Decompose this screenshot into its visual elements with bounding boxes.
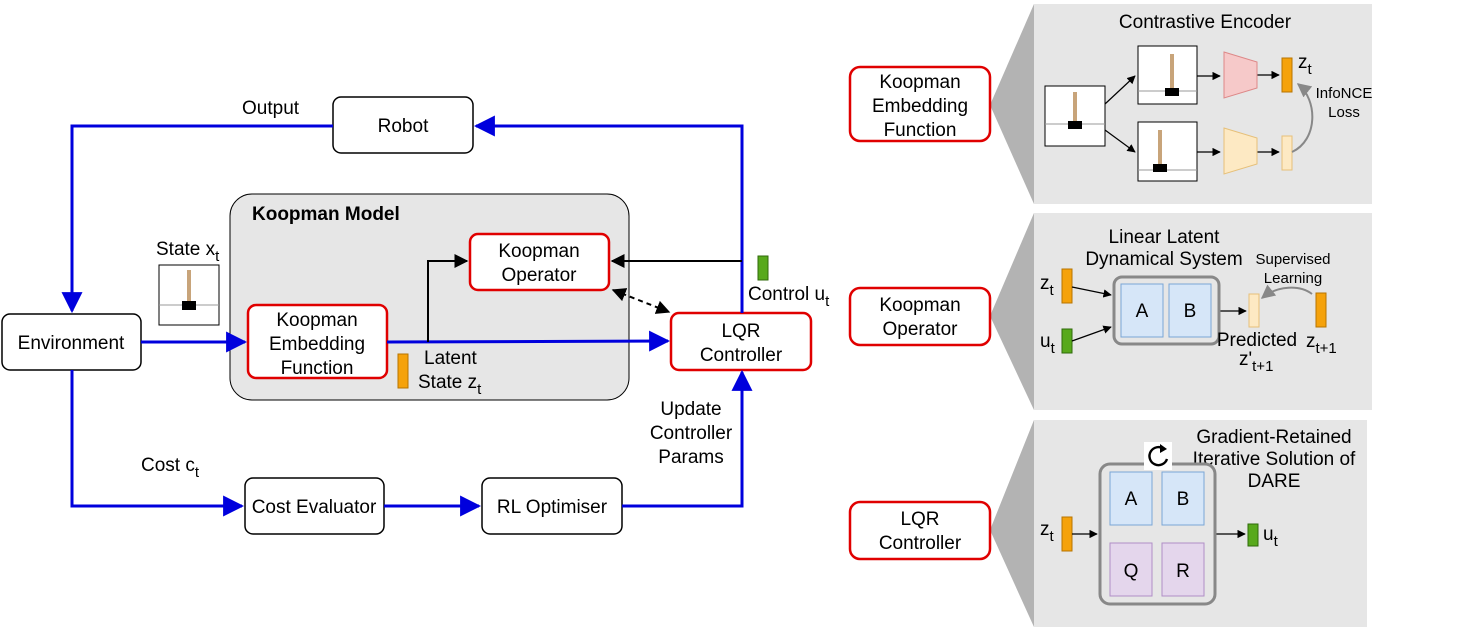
znext-label: zt+1 [1306,331,1337,357]
koopman-model-title: Koopman Model [252,204,400,225]
lqr-title-2: Iterative Solution of [1193,449,1356,470]
update-line-3: Params [658,447,723,468]
encoder-loss-line-2: Loss [1328,104,1360,121]
svg-text:Koopman: Koopman [879,72,960,93]
encoder-red-label-box [848,65,992,143]
lqr-z-label: zt [1040,519,1055,545]
encoder-aug-image-2 [1137,121,1198,182]
svg-text:Koopman: Koopman [879,295,960,316]
lqr-title-1: Gradient-Retained [1196,427,1351,448]
operator-z-bar [1061,268,1073,304]
lqr-matrix-r [1161,542,1205,597]
operator-matrix-b [1168,283,1212,338]
cost-label: Cost ct [141,455,200,481]
refresh-icon [1144,442,1172,470]
operator-panel: Koopman Operator Linear Latent Dynamical… [848,213,1372,410]
latent-line-1: Latent [424,348,478,369]
svg-text:Function: Function [884,120,957,141]
svg-text:Controller: Controller [879,533,962,554]
operator-z-label: zt [1040,273,1055,299]
encoder-yellow [1223,127,1258,175]
lqr-z-bar [1061,516,1073,552]
update-line-1: Update [660,399,721,420]
svg-text:Operator: Operator [883,319,959,340]
operator-red-label-box [848,286,992,347]
supervised-line-2: Learning [1264,270,1322,287]
koopman-operator-box [468,232,611,292]
encoder-title: Contrastive Encoder [1119,12,1292,33]
svg-text:Q: Q [1124,561,1139,582]
latent-line-2: State zt [418,372,482,398]
predicted-z-label: z't+1 [1239,349,1273,375]
encoder-panel: Koopman Embedding Function Contrastive E… [848,4,1373,204]
lqr-matrix-b [1161,471,1205,526]
lqr-line-2: Controller [700,345,783,366]
operator-title-1: Linear Latent [1109,227,1221,248]
svg-text:A: A [1136,301,1149,322]
encoder-input-image [1044,85,1106,147]
control-bar [757,255,769,281]
operator-pred-bar [1248,293,1260,328]
lqr-title-3: DARE [1248,471,1301,492]
encoder-z-label: zt [1298,52,1313,78]
encoder-red [1223,51,1258,99]
embedding-line-1: Koopman [276,310,357,331]
robot-label: Robot [378,116,429,137]
lqr-u-bar [1247,523,1259,547]
environment-label: Environment [18,333,125,354]
encoder-z-pos-bar [1281,135,1293,171]
svg-text:B: B [1184,301,1197,322]
state-cartpole-image [158,264,220,326]
cost-evaluator-label: Cost Evaluator [252,497,377,518]
operator-u-label: ut [1040,331,1056,357]
svg-text:B: B [1177,489,1190,510]
blue-arrows [61,115,753,517]
predicted-label: Predicted [1217,330,1297,351]
embedding-line-2: Embedding [269,334,365,355]
state-label: State xt [156,239,220,265]
svg-text:A: A [1125,489,1138,510]
operator-line-2: Operator [502,265,578,286]
operator-u-bar [1061,328,1073,354]
svg-text:LQR: LQR [900,509,939,530]
encoder-z-bar [1281,57,1293,93]
svg-text:Embedding: Embedding [872,96,968,117]
black-arrows [427,254,742,342]
lqr-matrix-q [1109,542,1153,597]
update-line-2: Controller [650,423,733,444]
lqr-matrix-a [1109,471,1153,526]
operator-title-2: Dynamical System [1085,249,1242,270]
encoder-aug-image-1 [1137,45,1198,105]
svg-text:R: R [1176,561,1190,582]
lqr-panel: LQR Controller Gradient-Retained Iterati… [848,420,1367,627]
lqr-line-1: LQR [721,321,760,342]
lqr-red-label-box [848,500,992,561]
operator-matrix-a [1120,283,1164,338]
output-label: Output [242,98,300,119]
encoder-loss-line-1: InfoNCE [1316,85,1373,102]
operator-znext-bar [1315,292,1327,328]
embedding-line-3: Function [281,358,354,379]
latent-state-bar [397,353,409,389]
supervised-line-1: Supervised [1255,251,1330,268]
operator-line-1: Koopman [498,241,579,262]
lqr-u-label: ut [1263,524,1279,550]
rl-optimiser-label: RL Optimiser [497,497,608,518]
control-label: Control ut [748,284,830,310]
